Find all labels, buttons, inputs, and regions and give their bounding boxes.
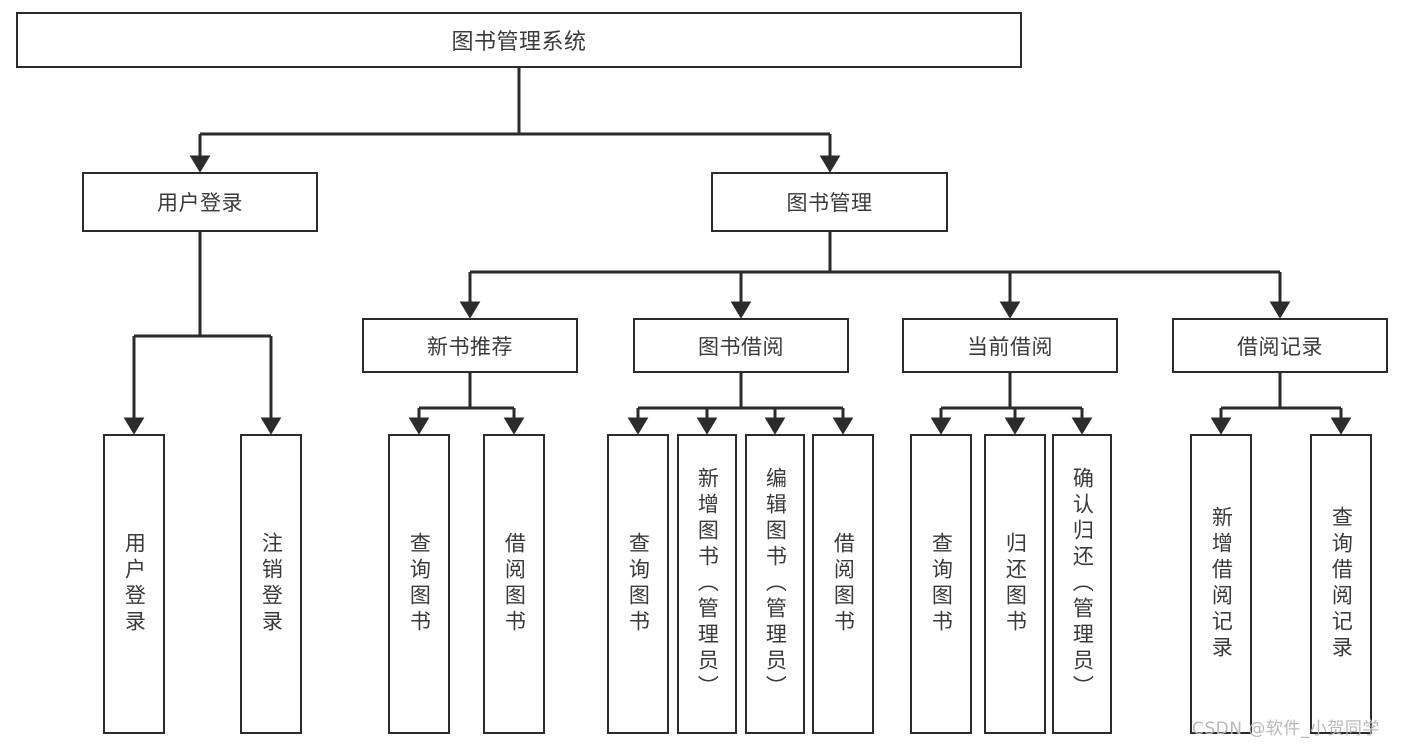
node-leaf-user-logout-label: 注销登录 [259, 532, 284, 636]
node-leaf-query-book-2[interactable]: 查询图书 [607, 434, 669, 734]
node-leaf-query-book-1[interactable]: 查询图书 [388, 434, 450, 734]
node-leaf-borrow-book-1[interactable]: 借阅图书 [483, 434, 545, 734]
node-user-login[interactable]: 用户登录 [82, 172, 318, 232]
node-leaf-add-record[interactable]: 新增借阅记录 [1190, 434, 1252, 734]
node-book-manage[interactable]: 图书管理 [711, 172, 948, 232]
node-leaf-add-book[interactable]: 新增图书（管理员） [677, 434, 737, 734]
node-user-login-label: 用户登录 [157, 191, 243, 215]
node-new-book-rec-label: 新书推荐 [427, 334, 513, 359]
node-leaf-edit-book-label: 编辑图书（管理员） [763, 467, 788, 701]
node-leaf-confirm-return[interactable]: 确认归还（管理员） [1052, 434, 1112, 734]
node-new-book-rec[interactable]: 新书推荐 [362, 318, 578, 373]
node-root-label: 图书管理系统 [451, 30, 587, 55]
csdn-watermark: CSDN @软件_小贺同学 [1192, 719, 1380, 739]
node-leaf-confirm-return-label: 确认归还（管理员） [1070, 467, 1095, 701]
node-leaf-add-record-label: 新增借阅记录 [1209, 506, 1234, 662]
node-leaf-borrow-book-2[interactable]: 借阅图书 [812, 434, 874, 734]
node-leaf-borrow-book-1-label: 借阅图书 [502, 532, 527, 636]
node-current-borrow[interactable]: 当前借阅 [902, 318, 1118, 373]
node-leaf-return-book[interactable]: 归还图书 [984, 434, 1046, 734]
node-borrow-record-label: 借阅记录 [1237, 334, 1323, 359]
node-borrow-record[interactable]: 借阅记录 [1172, 318, 1388, 373]
node-leaf-query-book-3[interactable]: 查询图书 [910, 434, 972, 734]
node-leaf-borrow-book-2-label: 借阅图书 [831, 532, 856, 636]
node-leaf-user-logout[interactable]: 注销登录 [240, 434, 302, 734]
node-book-manage-label: 图书管理 [786, 191, 873, 215]
node-current-borrow-label: 当前借阅 [967, 334, 1053, 359]
node-leaf-add-book-label: 新增图书（管理员） [695, 467, 720, 701]
node-leaf-query-book-2-label: 查询图书 [626, 532, 651, 636]
node-leaf-user-login-label: 用户登录 [122, 532, 147, 636]
node-leaf-query-record[interactable]: 查询借阅记录 [1310, 434, 1372, 734]
node-leaf-return-book-label: 归还图书 [1003, 532, 1028, 636]
node-leaf-query-record-label: 查询借阅记录 [1329, 506, 1354, 662]
node-book-borrow-label: 图书借阅 [698, 334, 784, 359]
node-book-borrow[interactable]: 图书借阅 [633, 318, 849, 373]
node-root[interactable]: 图书管理系统 [16, 12, 1022, 68]
node-leaf-query-book-3-label: 查询图书 [929, 532, 954, 636]
node-leaf-edit-book[interactable]: 编辑图书（管理员） [745, 434, 805, 734]
node-leaf-query-book-1-label: 查询图书 [407, 532, 432, 636]
node-leaf-user-login[interactable]: 用户登录 [103, 434, 165, 734]
